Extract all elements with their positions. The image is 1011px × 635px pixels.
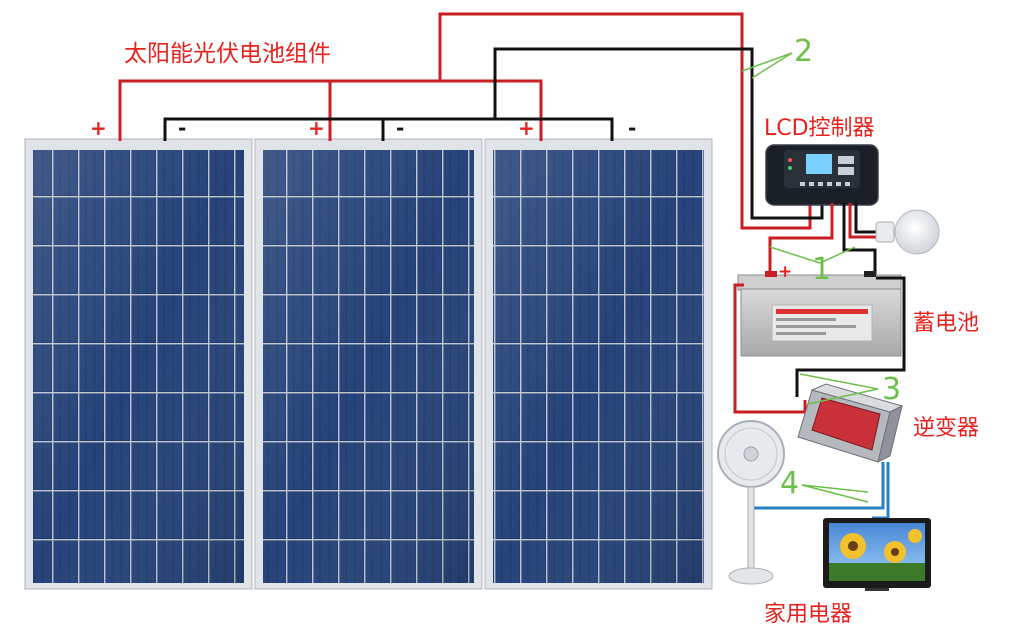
panel-2-negative-sign: - <box>396 116 405 140</box>
callout-number-1: 1 <box>812 252 832 287</box>
solar-panel-2 <box>254 138 483 590</box>
callout-lines <box>741 52 879 503</box>
charge-controller <box>765 144 879 206</box>
negative-wiring <box>163 47 824 220</box>
callout-number-2: 2 <box>794 34 814 69</box>
appliances-label: 家用电器 <box>764 602 853 627</box>
panel-3-positive-sign: + <box>518 116 535 140</box>
callout-number-3: 3 <box>882 372 902 407</box>
controller-output-wiring <box>768 203 880 278</box>
panel-3-negative-sign: - <box>628 116 637 140</box>
inverter-label: 逆变器 <box>913 416 980 441</box>
battery-positive-sign: + <box>778 262 793 282</box>
television <box>823 518 931 591</box>
panel-2-positive-sign: + <box>308 116 325 140</box>
battery-label: 蓄电池 <box>913 311 980 336</box>
solar-panels-label: 太阳能光伏电池组件 <box>124 41 331 67</box>
panel-1-positive-sign: + <box>90 116 107 140</box>
positive-wiring <box>118 12 812 230</box>
callout-number-4: 4 <box>780 466 800 501</box>
solar-panel-1 <box>24 138 253 590</box>
battery-inverter-wiring <box>733 276 906 414</box>
panel-1-negative-sign: - <box>178 116 187 140</box>
electric-fan <box>717 420 785 585</box>
controller-label: LCD控制器 <box>764 116 875 141</box>
solar-panel-3 <box>484 138 713 590</box>
light-bulb <box>875 209 940 255</box>
battery <box>737 271 902 357</box>
inverter <box>797 383 904 463</box>
